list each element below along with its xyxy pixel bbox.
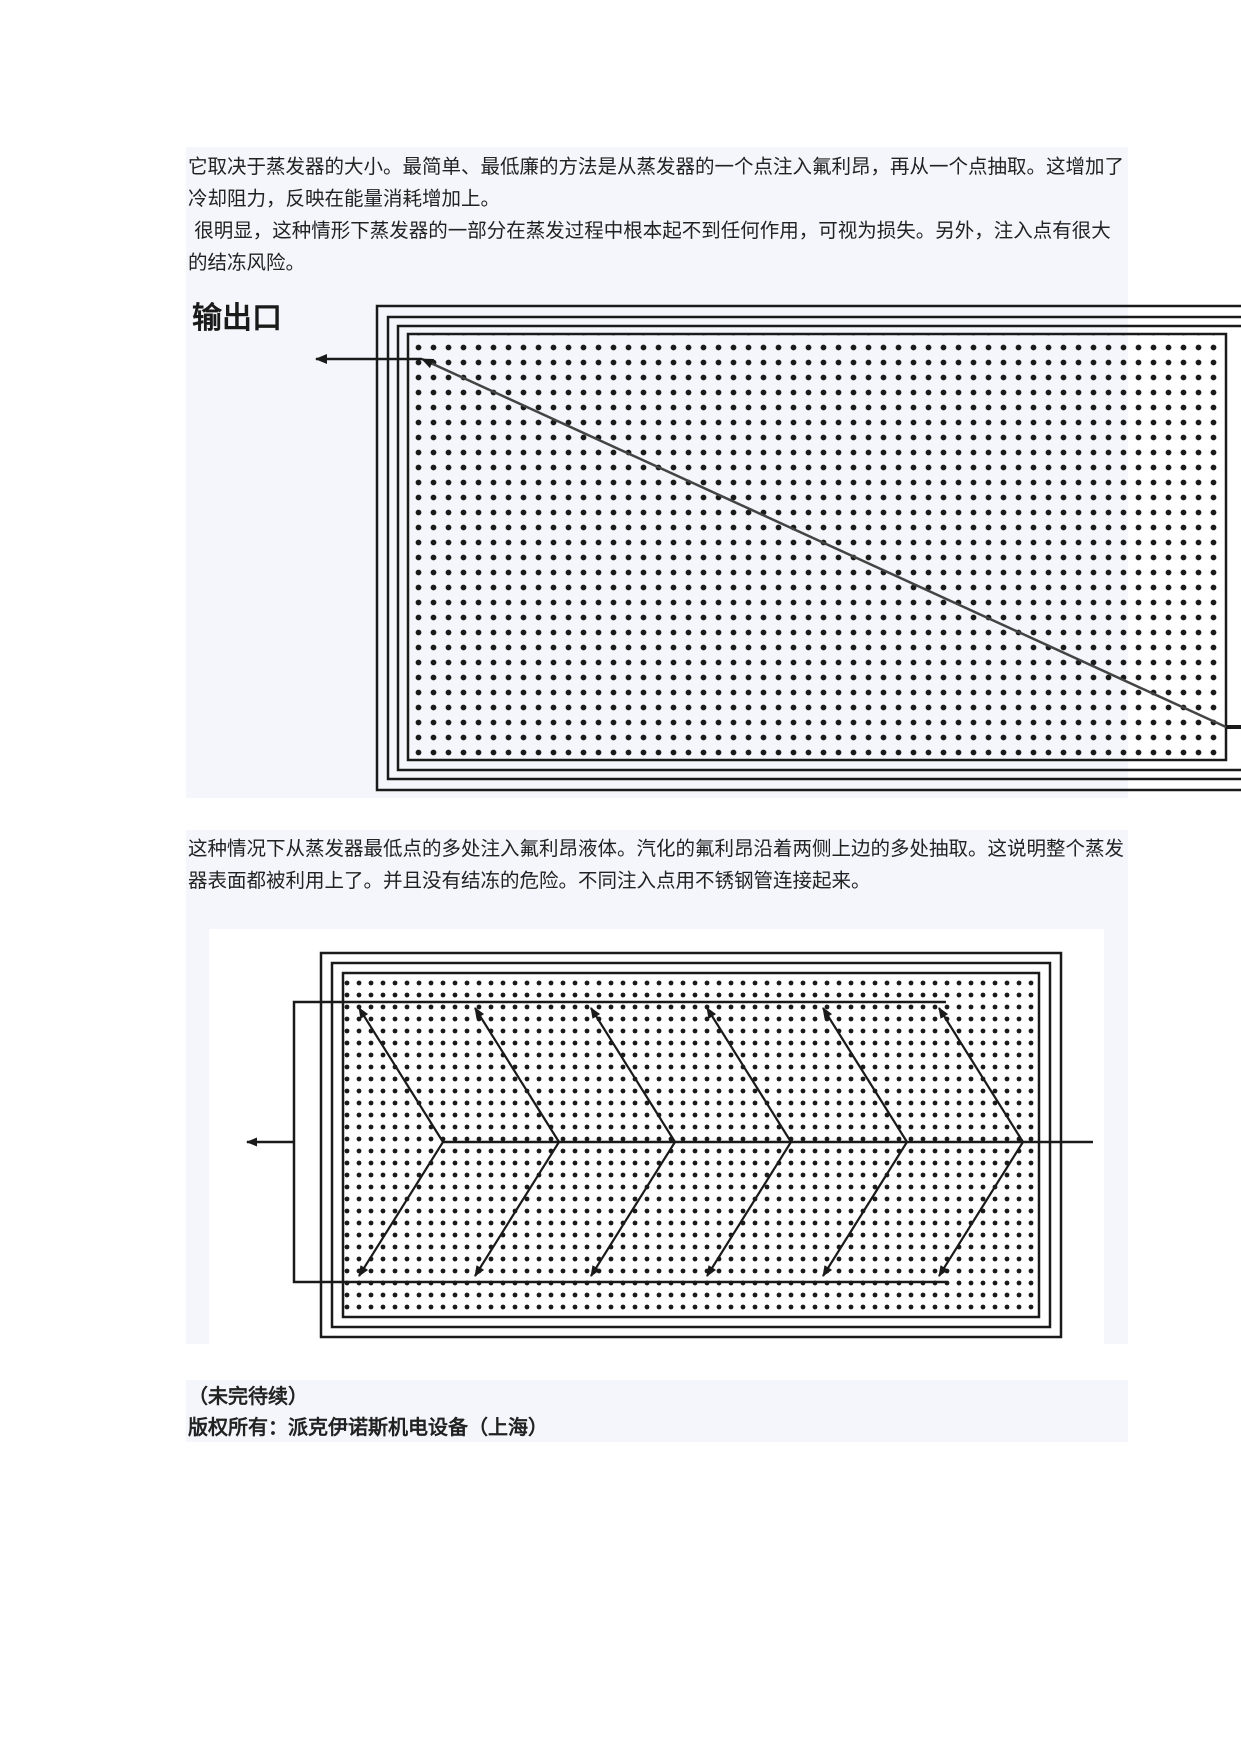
paragraph-1: 它取决于蒸发器的大小。最简单、最低廉的方法是从蒸发器的一个点注入氟利昂，再从一个…: [188, 155, 1125, 210]
diagonal-flow-line: [421, 357, 1227, 729]
evaporator-outer-frame: [319, 951, 1063, 1339]
paragraph-2: 很明显，这种情形下蒸发器的一部分在蒸发过程中根本起不到任何作用，可视为损失。另外…: [188, 219, 1111, 274]
outlet-label: 输出口: [192, 301, 282, 336]
text-band-top: [186, 147, 1128, 280]
continued-note: （未完待续）: [188, 1384, 308, 1408]
figure-multi-point-evaporator: [209, 929, 1104, 1344]
branch-5: [822, 1007, 908, 1277]
evaporator-dotted-surface: [406, 332, 1228, 762]
evaporator-middle-frame: [330, 961, 1052, 1329]
evaporator-middle-frame: [386, 315, 1241, 781]
branch-3: [590, 1007, 676, 1277]
copyright-line: 版权所有：派克伊诺斯机电设备（上海）: [188, 1415, 548, 1439]
paragraph-3: 这种情况下从蒸发器最低点的多处注入氟利昂液体。汽化的氟利昂沿着两侧上边的多处抽取…: [188, 837, 1125, 892]
text-band-middle: [186, 830, 1128, 929]
branch-4: [706, 1007, 792, 1277]
branch-1: [358, 1007, 444, 1277]
evaporator-outer-frame: [375, 304, 1241, 792]
branch-6: [938, 1007, 1024, 1277]
evaporator-dotted-surface: [343, 973, 1039, 1317]
evaporator-inner-frame: [396, 324, 1241, 772]
figure-single-point-evaporator: 输出口: [192, 301, 1241, 792]
footer-band: [186, 1380, 1128, 1442]
branch-2: [474, 1007, 560, 1277]
